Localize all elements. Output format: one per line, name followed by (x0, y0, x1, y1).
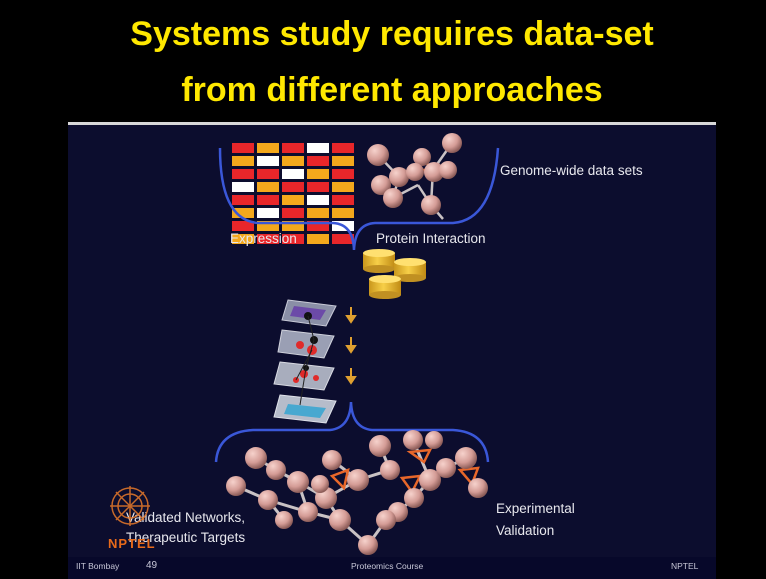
heatmap-cell (257, 156, 279, 166)
heatmap-cell (282, 169, 304, 179)
heatmap-cell (257, 143, 279, 153)
bottom-bracket (214, 401, 490, 463)
heatmap-cell (307, 156, 329, 166)
title-divider (68, 122, 716, 125)
heatmap-cell (282, 221, 304, 231)
label-validation: Validation (496, 523, 555, 538)
nptel-logo-text: NPTEL (108, 536, 156, 551)
heatmap-cell (307, 143, 329, 153)
slide-title-line-2: from different approaches (181, 71, 603, 109)
footer-brand: NPTEL (671, 561, 699, 571)
label-validated-networks: Validated Networks, (126, 510, 246, 525)
heatmap-cell (257, 221, 279, 231)
label-experimental: Experimental (496, 501, 575, 516)
heatmap-cell (232, 208, 254, 218)
heatmap-cell (307, 169, 329, 179)
heatmap-cell (282, 182, 304, 192)
heatmap-cell (232, 182, 254, 192)
label-therapeutic-targets: Therapeutic Targets (126, 530, 246, 545)
heatmap-cell (232, 221, 254, 231)
heatmap-cell (257, 169, 279, 179)
heatmap-cell (232, 156, 254, 166)
label-expression: Expression (230, 231, 297, 246)
heatmap-cell (282, 143, 304, 153)
heatmap-cell (257, 208, 279, 218)
heatmap-cell (332, 182, 354, 192)
heatmap-cell (332, 156, 354, 166)
nptel-logo-icon (110, 486, 150, 526)
slide: Systems study requires data-set from dif… (68, 0, 716, 579)
heatmap-cell (257, 182, 279, 192)
arrow-icon (345, 307, 357, 385)
slide-title-area: Systems study requires data-set from dif… (68, 0, 716, 122)
slide-footer: IIT Bombay 49 Proteomics Course NPTEL (68, 557, 716, 579)
protein-interaction-network-small (367, 133, 462, 220)
label-genome-wide: Genome-wide data sets (500, 163, 643, 178)
heatmap-cell (307, 182, 329, 192)
heatmap-cell (332, 143, 354, 153)
heatmap-cell (232, 169, 254, 179)
footer-page-number: 49 (146, 560, 158, 571)
expression-heatmap (232, 143, 354, 244)
heatmap-cell (332, 169, 354, 179)
heatmap-cell (232, 195, 254, 205)
heatmap-cell (282, 156, 304, 166)
heatmap-cell (282, 234, 304, 244)
heatmap-cell (232, 143, 254, 153)
footer-course: Proteomics Course (351, 561, 424, 571)
heatmap-cell (282, 208, 304, 218)
heatmap-cell (257, 234, 279, 244)
heatmap-cell (332, 208, 354, 218)
diagram (214, 133, 500, 555)
heatmap-cell (307, 234, 329, 244)
heatmap-cell (232, 234, 254, 244)
data-integration-layers-icon (273, 299, 337, 424)
validated-network (226, 430, 488, 555)
label-protein-interaction: Protein Interaction (376, 231, 486, 246)
top-bracket (218, 147, 500, 251)
heatmap-cell (307, 208, 329, 218)
heatmap-cell (332, 195, 354, 205)
heatmap-cell (332, 234, 354, 244)
heatmap-cell (307, 195, 329, 205)
database-icon (363, 249, 426, 299)
footer-institute: IIT Bombay (76, 561, 120, 571)
slide-title-line-1: Systems study requires data-set (130, 15, 654, 53)
heatmap-cell (307, 221, 329, 231)
heatmap-cell (282, 195, 304, 205)
heatmap-cell (257, 195, 279, 205)
